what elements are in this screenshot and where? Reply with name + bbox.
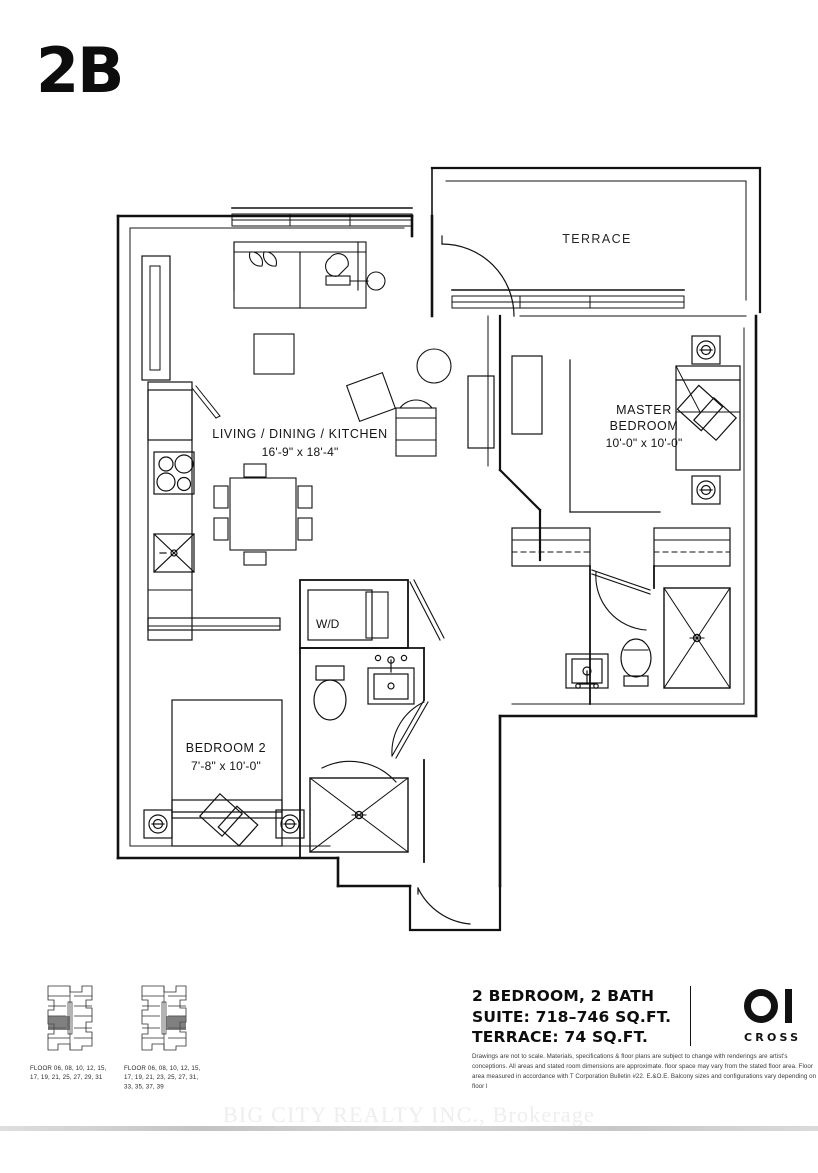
terrace-label: TERRACE [562,232,632,246]
ensuite-bathroom [565,565,731,705]
suite-summary-line-3: TERRACE: 74 SQ.FT. [472,1028,649,1047]
master-closet [511,527,731,567]
bedroom2-dims: 7'-8" x 10'-0" [191,759,261,773]
watermark: BIG CITY REALTY INC., Brokerage [0,1098,818,1132]
bedroom2-name: BEDROOM 2 [186,741,266,755]
suite-summary-line-1: 2 BEDROOM, 2 BATH [472,987,655,1005]
master-bed [675,365,741,471]
bedroom2-nightstand-right [275,809,305,839]
logo-bar-icon [785,989,792,1023]
master-bedroom-name-line1: MASTER [616,403,672,417]
footer: FLOOR 06, 08, 10, 12, 15, 17, 19, 21, 25… [0,960,818,1173]
main-toilet-icon [313,665,347,721]
master-bedroom-label: MASTER BEDROOM 10'-0" x 10'-0" [606,403,683,450]
kitchen-sink-icon [153,533,195,573]
nightstand-bottom [691,475,721,505]
laundry-closet [299,579,445,649]
nightstand-top [691,335,721,365]
main-tub-icon [309,760,409,853]
keyplate-2: FLOOR 06, 08, 10, 12, 15, 17, 19, 21, 23… [124,982,208,1090]
laundry-label: W/D [316,617,340,631]
watermark-text: BIG CITY REALTY INC., Brokerage [222,1102,596,1127]
brand-logo: CROSS [744,984,818,1044]
logo-wordmark: CROSS [744,1031,802,1044]
entry-door [408,884,502,932]
living-room-furniture [233,241,452,457]
dining-set [213,463,313,566]
bedroom2-area [143,699,305,847]
logo-circle-icon [744,989,778,1023]
terrace-door-glazing [451,289,685,309]
master-bedroom-area [569,335,741,513]
entry-closet [141,255,171,381]
main-vanity-icon [367,654,415,705]
logo-mark-icon [744,984,818,1028]
master-bedroom-name-line2: BEDROOM [610,419,679,433]
master-bedroom-dims: 10'-0" x 10'-0" [606,436,683,450]
living-room-window [231,207,413,227]
bedroom2-bed [171,792,283,847]
keyplate-2-caption: FLOOR 06, 08, 10, 12, 15, 17, 19, 21, 23… [124,1064,201,1091]
ensuite-shower-icon [663,587,731,689]
terrace-door-swing [441,235,515,317]
disclaimer-text: Drawings are not to scale. Materials, sp… [472,1053,817,1091]
floorplan-drawing: TERRACE LIVING / DINING / KITCHEN 16'-9"… [116,166,762,932]
cooktop-icon [153,451,195,495]
suite-summary: 2 BEDROOM, 2 BATH SUITE: 718–746 SQ.FT. … [472,986,671,1048]
ensuite-vanity-icon [565,653,609,689]
bedroom2-label: BEDROOM 2 7'-8" x 10'-0" [186,741,266,773]
watermark-bar [0,1126,818,1131]
hall-closets [467,355,543,449]
keyplate-1: FLOOR 06, 08, 10, 12, 15, 17, 19, 21, 25… [30,982,114,1081]
keyplates: FLOOR 06, 08, 10, 12, 15, 17, 19, 21, 25… [30,982,220,1090]
main-bathroom [299,647,429,863]
suite-summary-line-2: SUITE: 718–746 SQ.FT. [472,1007,672,1026]
living-room-label: LIVING / DINING / KITCHEN 16'-9" x 18'-4… [212,427,387,459]
living-room-name: LIVING / DINING / KITCHEN [212,427,387,441]
kitchen-area [147,381,281,641]
footer-divider [690,986,691,1046]
bedroom2-nightstand-left [143,809,173,839]
ensuite-toilet-icon [620,638,652,687]
living-room-dims: 16'-9" x 18'-4" [262,445,339,459]
keyplate-1-caption: FLOOR 06, 08, 10, 12, 15, 17, 19, 21, 25… [30,1064,107,1081]
page-title: 2B [36,34,124,107]
